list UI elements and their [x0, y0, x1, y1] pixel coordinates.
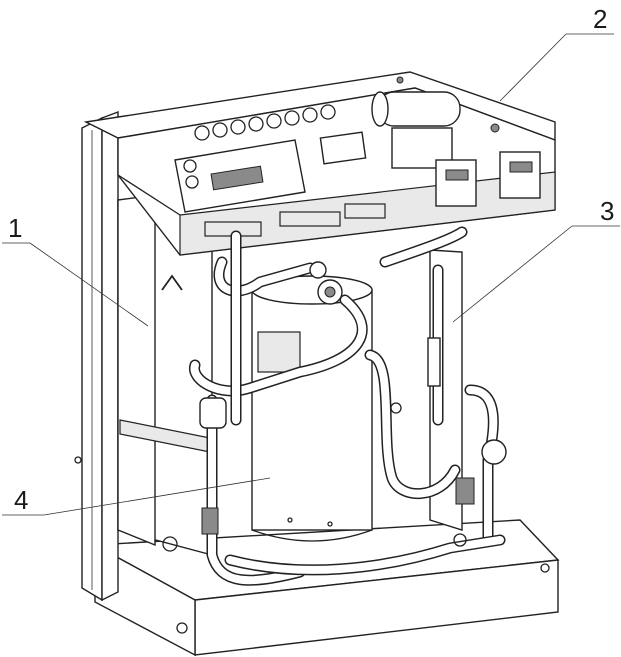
- callout-1: 1: [2, 213, 149, 327]
- terminal-box: [257, 331, 301, 373]
- side-frame: [74, 110, 119, 602]
- callout-2-label: 2: [593, 4, 607, 34]
- callout-4-label: 4: [14, 485, 28, 515]
- contactors: [391, 127, 541, 207]
- electrical-box: [83, 71, 556, 256]
- valves: [162, 261, 507, 552]
- callout-2: 2: [499, 4, 614, 102]
- terminal-blocks: [204, 203, 386, 237]
- callout-3: 3: [452, 196, 620, 323]
- callouts: 1 2 3 4: [2, 4, 620, 516]
- control-board: [174, 131, 367, 213]
- callout-4: 4: [2, 477, 271, 516]
- compressor: [251, 275, 373, 542]
- filter-drier: [199, 397, 227, 429]
- callout-1-label: 1: [8, 213, 22, 243]
- callout-3-label: 3: [600, 196, 614, 226]
- up-arrow-icon: [161, 274, 183, 291]
- knockout-holes: [194, 104, 336, 141]
- capacitor: [371, 91, 461, 127]
